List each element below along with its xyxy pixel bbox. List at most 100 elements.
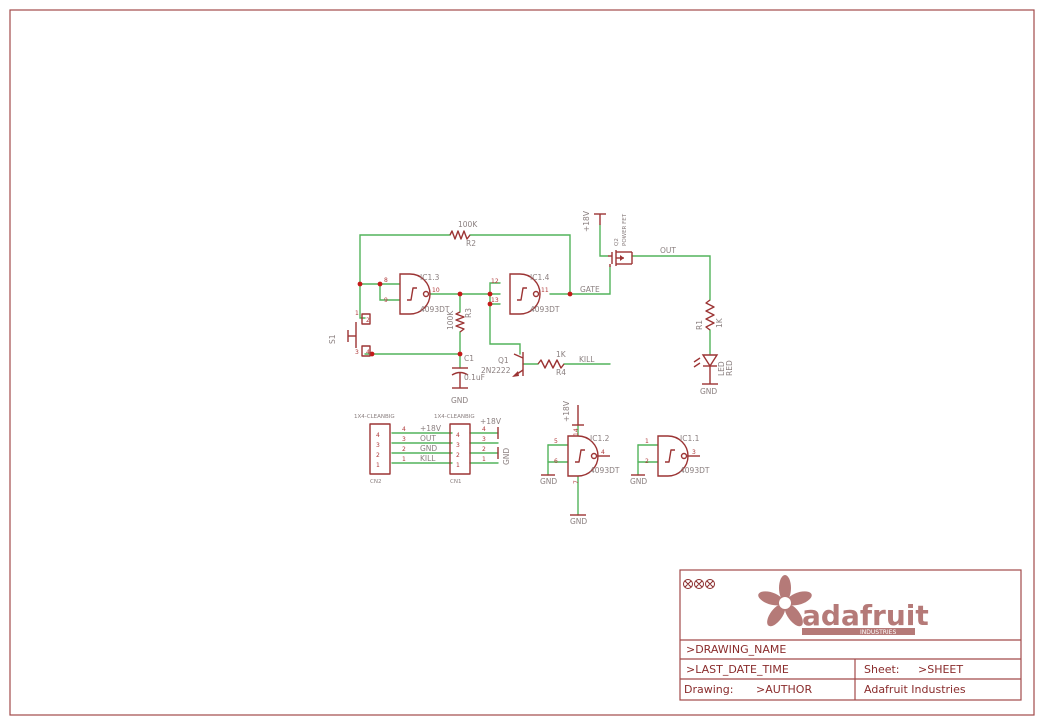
cn2-ref: CN2	[370, 479, 381, 485]
ic1-2-gnd-bottom: GND	[570, 517, 587, 526]
resistor-r3: 100K R3	[446, 308, 473, 333]
led-ref: LED	[717, 361, 726, 376]
cn-net-kill: KILL	[420, 454, 436, 463]
sheet-border	[9, 9, 1035, 716]
logo-wordmark: adafruit	[802, 599, 929, 632]
cn1-pin1: 1	[456, 462, 460, 469]
cn1-pin3: 3	[456, 442, 460, 449]
cn2-pin4: 4	[376, 432, 380, 439]
ic1-1-ref: IC1.1	[680, 434, 700, 443]
ground-symbol-c1: GND	[451, 387, 468, 405]
cn1-pin2: 2	[456, 452, 460, 459]
author: >AUTHOR	[756, 683, 812, 696]
nand-gate-ic1-4: IC1.4 4093DT 12 13 11	[491, 273, 560, 315]
ground-symbol-cn1: GND	[497, 447, 511, 465]
ic1-2-gnd-left: GND	[540, 477, 557, 486]
r1-ref: R1	[695, 320, 704, 330]
resistor-r1: R1 1K	[695, 299, 724, 331]
title-block-frame	[679, 569, 1022, 701]
net-label-gate: GATE	[580, 285, 600, 294]
ic1-4-pin12: 12	[491, 278, 499, 285]
cn-pin-1: 1	[402, 456, 406, 463]
cn-pin-3: 3	[402, 436, 406, 443]
nand-gate-ic1-3: IC1.3 4093DT 8 9 10	[384, 273, 450, 315]
s1-pin2: 2	[366, 317, 370, 324]
ic1-3-pin9: 9	[384, 297, 388, 304]
cn-net-18v: +18V	[420, 424, 442, 433]
ground-symbol-ic1-2-bottom: GND	[570, 514, 587, 526]
cn1-type: 1X4-CLEANBIG	[434, 414, 475, 420]
cn2-pin1: 1	[376, 462, 380, 469]
junctions	[357, 281, 573, 357]
cn1-pin4: 4	[456, 432, 460, 439]
r2-ref: R2	[466, 239, 476, 248]
cn-pin-4: 4	[402, 426, 406, 433]
q2-value: POWER FET	[622, 213, 628, 246]
connector-cn1: 1X4-CLEANBIG 4 3 2 1 CN1 4 3 2 1	[434, 414, 486, 485]
logo-sub-bar	[802, 628, 915, 635]
r1-value: 1K	[715, 317, 724, 328]
ic1-1-pin2: 2	[645, 458, 649, 465]
supply-18v-cn1: +18V	[480, 417, 502, 439]
adafruit-flower-logo-icon	[758, 575, 812, 627]
cn1-right-pin1: 1	[482, 456, 486, 463]
cn1-right-pin4: 4	[482, 426, 486, 433]
capacitor-c1: C1 0.1uF	[451, 354, 485, 388]
q2-ref: Q2	[614, 238, 620, 246]
q1-value: 2N2222	[481, 366, 511, 375]
ic1-1-pin1: 1	[645, 438, 649, 445]
transistor-q1: Q1 2N2222	[481, 352, 524, 377]
supply-18v-ic1-2: +18V	[562, 400, 584, 426]
ic1-4-pin11: 11	[541, 287, 549, 294]
s1-pin1: 1	[355, 310, 359, 317]
connector-cn2: 1X4-CLEANBIG 4 3 2 1 CN2	[354, 414, 395, 485]
cn-net-out: OUT	[420, 434, 436, 443]
last-date-time: >LAST_DATE_TIME	[686, 663, 789, 676]
cn-net-gnd: GND	[420, 444, 437, 453]
ic1-2-pin7: 7	[573, 480, 580, 484]
drawing-name: >DRAWING_NAME	[686, 643, 786, 656]
supply-18v-q2: +18V	[582, 210, 606, 232]
cn1-right-pin2: 2	[482, 446, 486, 453]
ic1-2-pin4: 4	[601, 449, 605, 456]
switch-s1: S1 1 2 3 4	[328, 310, 371, 357]
nand-gate-ic1-1: IC1.1 4093DT 1 2 3	[645, 434, 710, 477]
cn2-pin3: 3	[376, 442, 380, 449]
ic1-3-value: 4093DT	[420, 305, 450, 314]
company: Adafruit Industries	[864, 683, 966, 696]
ic1-3-ref: IC1.3	[420, 273, 440, 282]
ic1-2-18v-label: +18V	[562, 400, 571, 422]
c1-ref: C1	[464, 354, 474, 363]
connector-net-labels: 4 +18V 3 OUT 2 GND 1 KILL	[402, 424, 442, 463]
cn1-gnd-label: GND	[502, 448, 511, 465]
resistor-r4: 1K R4	[537, 350, 567, 377]
ic1-3-pin10: 10	[432, 287, 440, 294]
ic1-2-pin14: 14	[573, 428, 580, 436]
cn1-right-pin3: 3	[482, 436, 486, 443]
logo-sub-text: INDUSTRIES	[860, 629, 896, 636]
cn1-18v-label: +18V	[480, 417, 502, 426]
cn-pin-2: 2	[402, 446, 406, 453]
ground-symbol-led: GND	[700, 383, 718, 396]
ground-symbol-ic1-1: GND	[630, 474, 647, 486]
s1-pin3: 3	[355, 349, 359, 356]
c1-value: 0.1uF	[464, 373, 485, 382]
gnd-label-c1: GND	[451, 396, 468, 405]
ground-symbol-ic1-2-left: GND	[540, 474, 557, 486]
led-red: LED RED	[693, 354, 734, 384]
sheet-value: >SHEET	[918, 663, 963, 676]
s1-pin4: 4	[366, 349, 370, 356]
mosfet-q2: Q2 POWER FET	[608, 213, 633, 267]
r2-value: 100K	[458, 220, 478, 229]
ic1-4-pin13: 13	[491, 297, 499, 304]
ic1-2-pin6: 6	[554, 458, 558, 465]
drawing-label: Drawing:	[684, 683, 733, 696]
cross-marks-icon	[683, 579, 715, 589]
resistor-r2: 100K R2	[449, 220, 478, 248]
r3-value: 100K	[446, 310, 455, 330]
title-block: adafruit INDUSTRIES >DRAWING_NAME >LAST_…	[679, 569, 1022, 701]
cn1-ref: CN1	[450, 479, 461, 485]
s1-ref: S1	[328, 334, 337, 344]
ic1-2-value: 4093DT	[590, 466, 620, 475]
